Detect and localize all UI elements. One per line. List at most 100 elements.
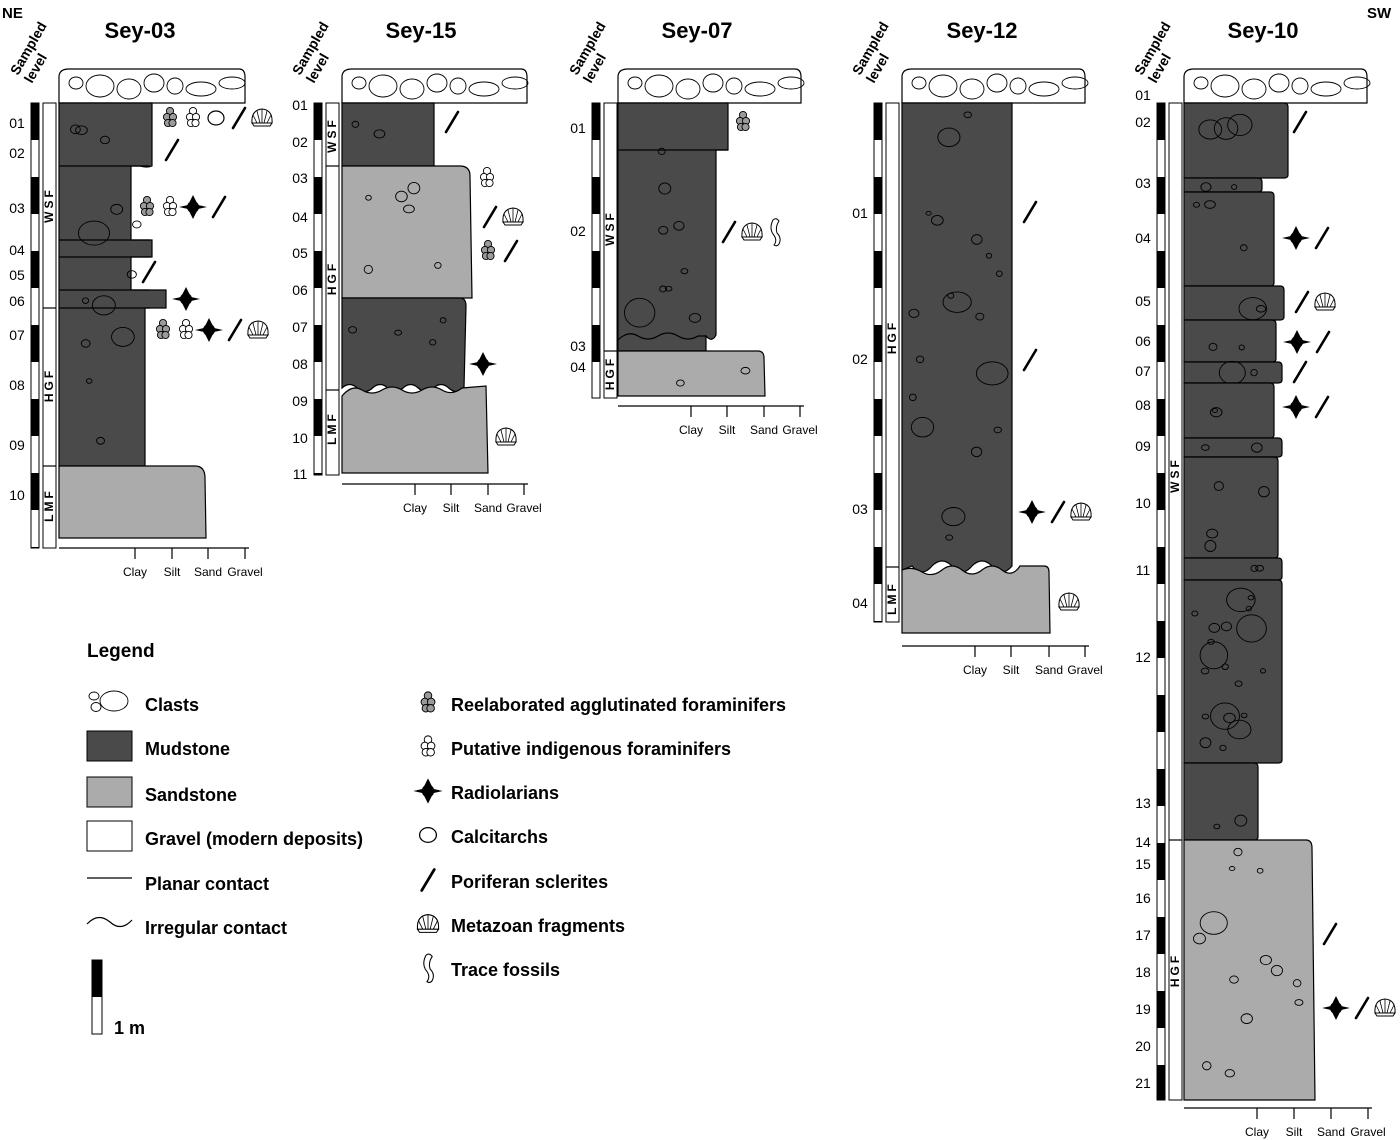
sclerite-icon bbox=[482, 205, 498, 229]
radiolarian-icon bbox=[179, 195, 207, 219]
sandstone-unit bbox=[341, 165, 473, 299]
grain-size-label: Sand bbox=[474, 501, 502, 515]
clast bbox=[975, 312, 985, 321]
indigenous-foram-icon bbox=[420, 735, 436, 757]
log-title: Sey-03 bbox=[105, 18, 176, 43]
gravel-clast bbox=[725, 77, 743, 95]
log-sey-10: Sey-10SampledlevelWSFHGF0102030405060708… bbox=[1131, 18, 1396, 1139]
clast bbox=[658, 182, 672, 195]
clast bbox=[1227, 113, 1253, 137]
gravel-clast bbox=[1343, 76, 1371, 90]
sampled-level-number: 02 bbox=[9, 145, 25, 161]
clast bbox=[1250, 368, 1258, 377]
scale-bar-segment bbox=[874, 547, 882, 584]
grain-size-label: Clay bbox=[403, 501, 427, 515]
mudstone-unit bbox=[1183, 319, 1277, 363]
scale-bar-segment bbox=[31, 103, 39, 140]
gravel-clast bbox=[928, 74, 958, 98]
gravel-clast bbox=[166, 77, 184, 95]
clast bbox=[434, 261, 442, 269]
clast bbox=[96, 436, 105, 445]
sampled-level-number: 09 bbox=[1135, 438, 1151, 454]
scale-bar-segment bbox=[874, 621, 882, 622]
sclerite-icon bbox=[420, 868, 436, 892]
sampled-level-number: 11 bbox=[1136, 562, 1151, 578]
clast bbox=[1228, 866, 1236, 871]
legend-label: Mudstone bbox=[145, 739, 230, 759]
sampled-level-number: 03 bbox=[9, 200, 25, 216]
reelaborated-foram-icon bbox=[420, 691, 436, 713]
metazoan-icon bbox=[502, 207, 524, 226]
clast bbox=[365, 194, 372, 201]
orientation-ne: NE bbox=[2, 5, 23, 22]
sclerite-icon bbox=[231, 106, 247, 130]
legend-label: Clasts bbox=[145, 695, 199, 715]
scale-bar-segment bbox=[31, 325, 39, 362]
scale-bar-segment bbox=[592, 251, 600, 288]
facies-label: WSF bbox=[1168, 457, 1182, 493]
clast bbox=[975, 361, 1009, 386]
scale-bar-segment bbox=[874, 399, 882, 436]
clast bbox=[429, 339, 437, 346]
scale-bar-segment bbox=[1157, 251, 1165, 288]
sandstone-unit bbox=[617, 350, 766, 397]
clast bbox=[945, 534, 954, 541]
orientation-sw: SW bbox=[1367, 5, 1392, 22]
scale-bar-segment bbox=[1157, 473, 1165, 510]
gravel-clast bbox=[777, 76, 805, 90]
sampled-level-number: 04 bbox=[9, 242, 25, 258]
clast bbox=[363, 264, 373, 274]
radiolarian-icon bbox=[1322, 996, 1350, 1020]
facies-label: HGF bbox=[885, 320, 899, 354]
sclerite-icon bbox=[211, 195, 227, 219]
reelaborated-foram-icon bbox=[155, 318, 171, 340]
clast bbox=[1220, 621, 1232, 632]
facies-label: HGF bbox=[1168, 953, 1182, 987]
facies-column bbox=[325, 102, 340, 476]
mudstone-unit bbox=[1183, 557, 1283, 581]
clast bbox=[688, 312, 702, 323]
clast bbox=[908, 308, 920, 318]
clast bbox=[985, 252, 992, 259]
sampled-level-number: 03 bbox=[852, 501, 868, 517]
clast bbox=[1199, 737, 1212, 749]
legend-label: Reelaborated agglutinated foraminifers bbox=[451, 695, 786, 715]
scale-bar-segment bbox=[314, 399, 322, 436]
gravel-cap bbox=[617, 68, 802, 104]
clast bbox=[1238, 344, 1245, 351]
grain-size-label: Sand bbox=[194, 565, 222, 579]
clast bbox=[942, 291, 972, 313]
sclerite-icon bbox=[1322, 922, 1338, 946]
clast bbox=[1200, 667, 1210, 675]
clast bbox=[673, 220, 685, 231]
clast bbox=[91, 295, 116, 316]
grain-size-label: Silt bbox=[443, 501, 460, 515]
scale-bar-segment bbox=[1157, 325, 1165, 362]
mudstone-unit bbox=[1183, 456, 1279, 559]
scale-bar-segment bbox=[592, 177, 600, 214]
gravel-cap bbox=[901, 68, 1086, 104]
mudstone-unit bbox=[341, 297, 467, 393]
clast bbox=[1240, 1013, 1253, 1025]
metazoan-icon bbox=[416, 914, 440, 933]
grain-size-label: Gravel bbox=[1350, 1125, 1385, 1139]
scale-bar-segment bbox=[1157, 547, 1165, 584]
clast bbox=[659, 285, 667, 293]
facies-label: LMF bbox=[885, 581, 899, 615]
sampled-level-number: 06 bbox=[1135, 333, 1151, 349]
trace-fossil-icon bbox=[770, 218, 781, 247]
clast bbox=[1259, 668, 1266, 674]
clast bbox=[82, 297, 90, 304]
scale-bar-segment bbox=[31, 547, 39, 548]
indigenous-foram-icon bbox=[162, 195, 178, 217]
sampled-level-number: 10 bbox=[1135, 495, 1151, 511]
sampled-level-number: 12 bbox=[1135, 649, 1151, 665]
clast bbox=[937, 127, 961, 148]
sampled-level-label: Sampledlevel bbox=[566, 19, 623, 86]
clast bbox=[1245, 605, 1252, 612]
scale-bar-segment bbox=[31, 177, 39, 214]
legend-label: Trace fossils bbox=[451, 960, 560, 980]
clast bbox=[1208, 342, 1218, 351]
clast bbox=[132, 220, 142, 229]
scale-bar-segment bbox=[31, 473, 39, 510]
